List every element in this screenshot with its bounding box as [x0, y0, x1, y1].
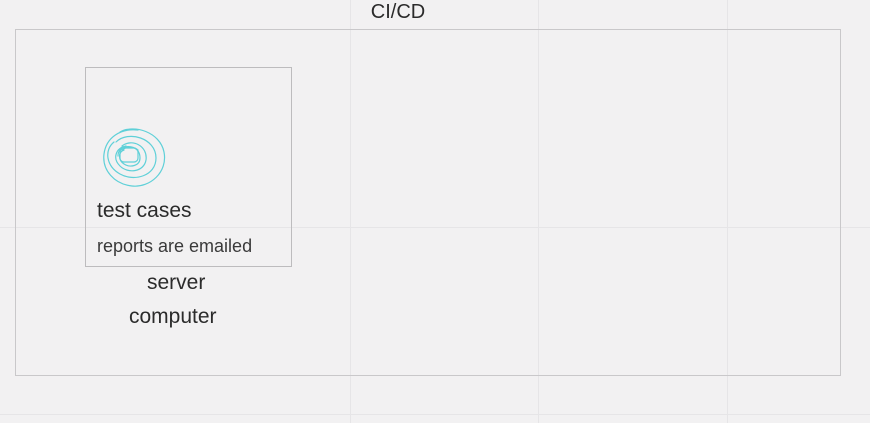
grid-line — [350, 0, 351, 423]
grid-line — [0, 414, 870, 415]
grid-line — [727, 0, 728, 423]
frame-title[interactable]: CI/CD — [370, 1, 426, 23]
circle-scribble-icon[interactable] — [98, 122, 170, 192]
grid-line — [538, 0, 539, 423]
grid-line — [0, 227, 870, 228]
card-box[interactable] — [85, 67, 292, 267]
computer-label[interactable]: computer — [129, 305, 217, 328]
server-label[interactable]: server — [147, 271, 206, 294]
reports-emailed-label[interactable]: reports are emailed — [97, 236, 253, 256]
test-cases-label[interactable]: test cases — [97, 199, 192, 222]
cicd-frame[interactable] — [15, 29, 841, 376]
